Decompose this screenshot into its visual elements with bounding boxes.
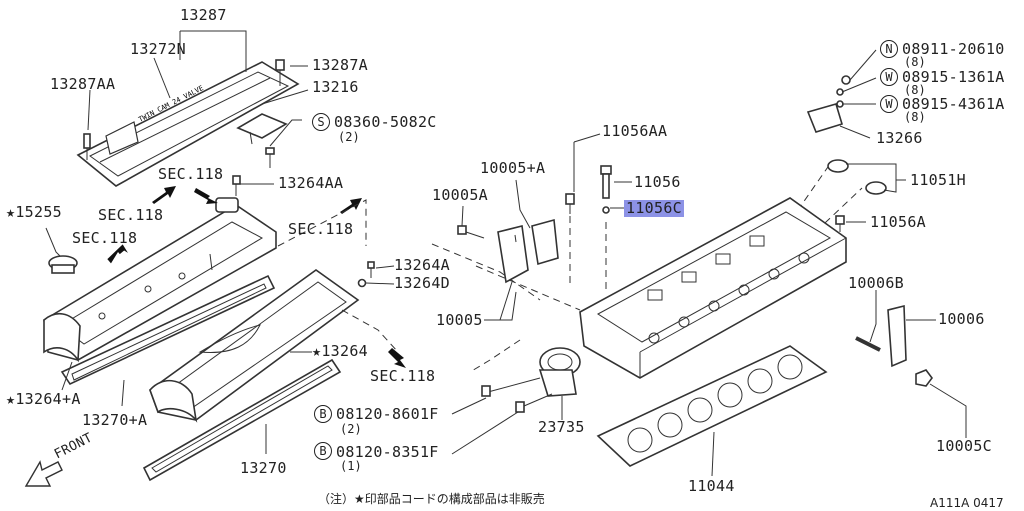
label-10005: 10005 [436,311,483,329]
label-10005a: 10005A [432,186,488,204]
label-10006: 10006 [938,310,985,328]
label-13270-plus-a: 13270+A [82,411,148,429]
label-08911-20610: 08911-20610 [902,40,1005,58]
label-13264aa: 13264AA [278,174,344,192]
screw-13264a [367,261,375,278]
label-13287: 13287 [180,6,227,24]
label-10005c: 10005C [936,437,992,455]
washer-11056c [602,206,610,214]
label-11051h: 11051H [910,171,966,189]
label-13264a: 13264A [394,256,450,274]
bracket-10005 [497,218,559,321]
label-08360-5082c: 08360-5082C [334,113,437,131]
footnote: （注）★印部品コードの構成部品は非販売 [318,492,545,506]
label-23735: 23735 [538,418,585,436]
oil-cap-15255 [48,255,78,274]
label-sec118-e: SEC.118 [370,367,436,385]
prefix-s-icon: S [312,113,330,131]
bolt-11056a [835,215,845,232]
label-11044: 11044 [688,477,735,495]
label-sec118-c: SEC.118 [72,229,138,247]
cylinder-head [579,197,847,379]
stud-10006b [855,336,881,352]
label-08120-8351f: 08120-8351F [336,443,439,461]
bolt-10005a [457,225,485,239]
bracket-13216 [236,113,288,139]
prefix-n-icon: N [880,40,898,58]
qty-08120-8351f: (1) [340,459,362,473]
label-13272n: 13272N [130,40,186,58]
label-11056aa: 11056AA [602,122,668,140]
qty-08911: (8) [904,55,926,69]
bolt-11056 [600,165,612,199]
bracket-13266 [806,103,843,133]
prefix-b-icon: B [314,405,332,423]
label-10006b: 10006B [848,274,904,292]
star-mark: ★ [6,203,16,221]
nut-10005c [915,369,933,387]
label-13287a: 13287A [312,56,368,74]
label-08915-4361a: 08915-4361A [902,95,1005,113]
prefix-w-icon: W [880,68,898,86]
housing-23735 [481,347,581,413]
label-11056c-highlighted[interactable]: 11056C [624,199,684,217]
qty-08915-1361a: (8) [904,83,926,97]
label-13216: 13216 [312,78,359,96]
head-gasket-11044 [596,345,828,467]
qty-08915-4361a: (8) [904,110,926,124]
label-11056: 11056 [634,173,681,191]
qty-08120-8601f: (2) [340,422,362,436]
label-08915-1361a: 08915-1361A [902,68,1005,86]
plug-11051h-b [865,181,887,195]
star-mark: ★ [312,342,322,360]
diagram-code: A111A 0417 [930,496,1004,510]
label-15255: ★15255 [6,203,62,221]
label-08120-8601f: 08120-8601F [336,405,439,423]
bolt-13287aa [83,133,91,160]
label-13264d: 13264D [394,274,450,292]
qty-08360: (2) [338,130,360,144]
rocker-cover-left [43,197,277,363]
gasket-left [60,274,276,386]
bolt-13287a [275,59,285,86]
label-13264: ★13264 [312,342,368,360]
label-11056a: 11056A [870,213,926,231]
label-10005-plus-a: 10005+A [480,159,546,177]
label-13266: 13266 [876,129,923,147]
bolt-08360 [265,147,275,168]
label-13270: 13270 [240,459,287,477]
star-mark: ★ [6,390,16,408]
prefix-w-icon: W [880,95,898,113]
label-13287aa: 13287AA [50,75,116,93]
bolt-11056aa [565,193,575,214]
prefix-b-icon: B [314,442,332,460]
rocker-cover-right [149,269,360,423]
sec118-arrows [107,186,406,368]
screw-13264aa [232,175,241,196]
front-arrow [24,460,63,487]
label-sec118-b: SEC.118 [98,206,164,224]
leader-lines [45,30,967,477]
plug-11051h-a [827,159,849,173]
nut-08911 [841,75,851,85]
washer-13264d [357,278,367,288]
bracket-10006 [887,304,907,368]
label-sec118-d: SEC.118 [288,220,354,238]
label-13264-plus-a: ★13264+A [6,390,81,408]
label-sec118-a: SEC.118 [158,165,224,183]
